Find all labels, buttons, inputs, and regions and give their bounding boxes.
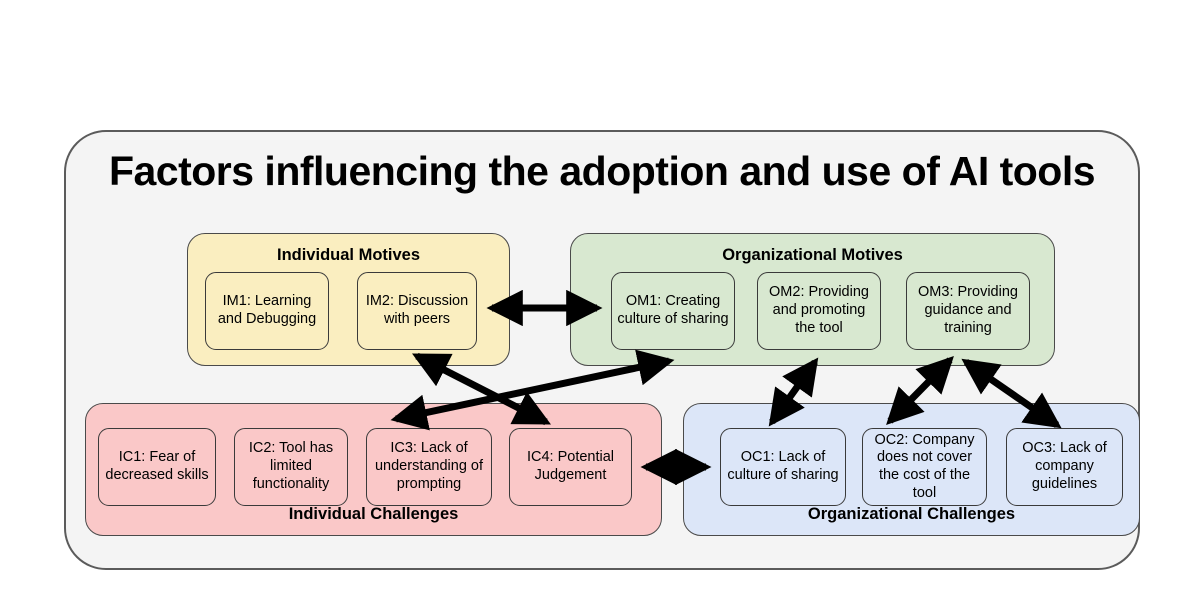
node-oc3[interactable]: OC3: Lack of company guidelines: [1006, 428, 1123, 506]
node-om1[interactable]: OM1: Creating culture of sharing: [611, 272, 735, 350]
group-label-individual-motives: Individual Motives: [276, 246, 421, 264]
node-om3[interactable]: OM3: Providing guidance and training: [906, 272, 1030, 350]
group-label-organizational-challenges: Organizational Challenges: [807, 505, 1016, 523]
node-om2[interactable]: OM2: Providing and promoting the tool: [757, 272, 881, 350]
node-ic4[interactable]: IC4: Potential Judgement: [509, 428, 632, 506]
node-ic1[interactable]: IC1: Fear of decreased skills: [98, 428, 216, 506]
node-oc2[interactable]: OC2: Company does not cover the cost of …: [862, 428, 987, 506]
group-label-organizational-motives: Organizational Motives: [722, 246, 903, 264]
page-title: Factors influencing the adoption and use…: [108, 148, 1096, 194]
node-ic2[interactable]: IC2: Tool has limited functionality: [234, 428, 348, 506]
node-oc1[interactable]: OC1: Lack of culture of sharing: [720, 428, 846, 506]
node-ic3[interactable]: IC3: Lack of understanding of prompting: [366, 428, 492, 506]
node-im1[interactable]: IM1: Learning and Debugging: [205, 272, 329, 350]
node-im2[interactable]: IM2: Discussion with peers: [357, 272, 477, 350]
group-label-individual-challenges: Individual Challenges: [288, 505, 459, 523]
